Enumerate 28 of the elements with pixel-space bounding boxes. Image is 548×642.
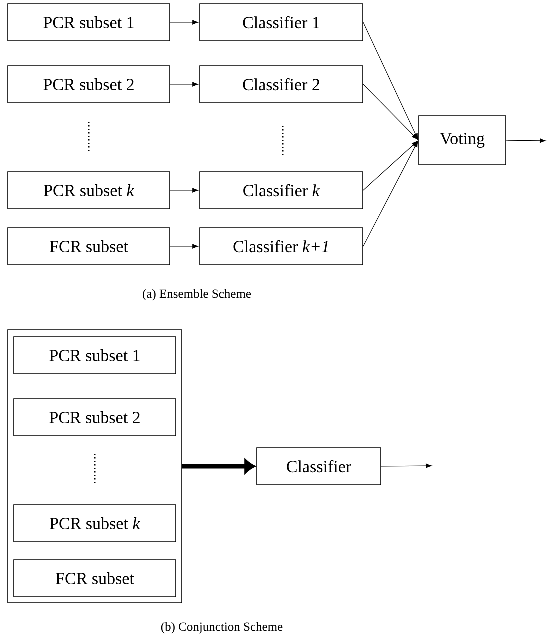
arrow [170,244,199,249]
arrow [506,138,546,144]
process-box: Classifier k [200,172,364,210]
process-box: Classifier k+1 [200,228,364,266]
process-box: Voting [418,116,506,166]
process-box: Classifier [256,448,382,486]
process-box: FCR subset [8,228,170,266]
arrow [363,22,418,140]
arrow [381,464,432,468]
arrow [363,141,418,247]
process-box: PCR subset 2 [8,66,170,104]
container-box [8,330,182,604]
arrow [182,460,256,474]
caption: (b) Conjunction Scheme [161,622,283,634]
process-box: PCR subset 1 [8,4,170,42]
process-box: PCR subset 1 [14,336,176,374]
arrow [363,141,418,191]
process-box: Classifier 1 [200,4,364,42]
process-box: Classifier 2 [200,66,364,104]
arrow [170,20,199,25]
caption: (a) Ensemble Scheme [143,289,252,301]
arrow [170,188,199,193]
arrow [170,82,199,87]
process-box: FCR subset [14,560,176,598]
process-box: PCR subset k [14,504,176,542]
process-box: PCR subset k [8,172,170,210]
arrow [363,84,418,140]
process-box: PCR subset 2 [14,398,176,436]
